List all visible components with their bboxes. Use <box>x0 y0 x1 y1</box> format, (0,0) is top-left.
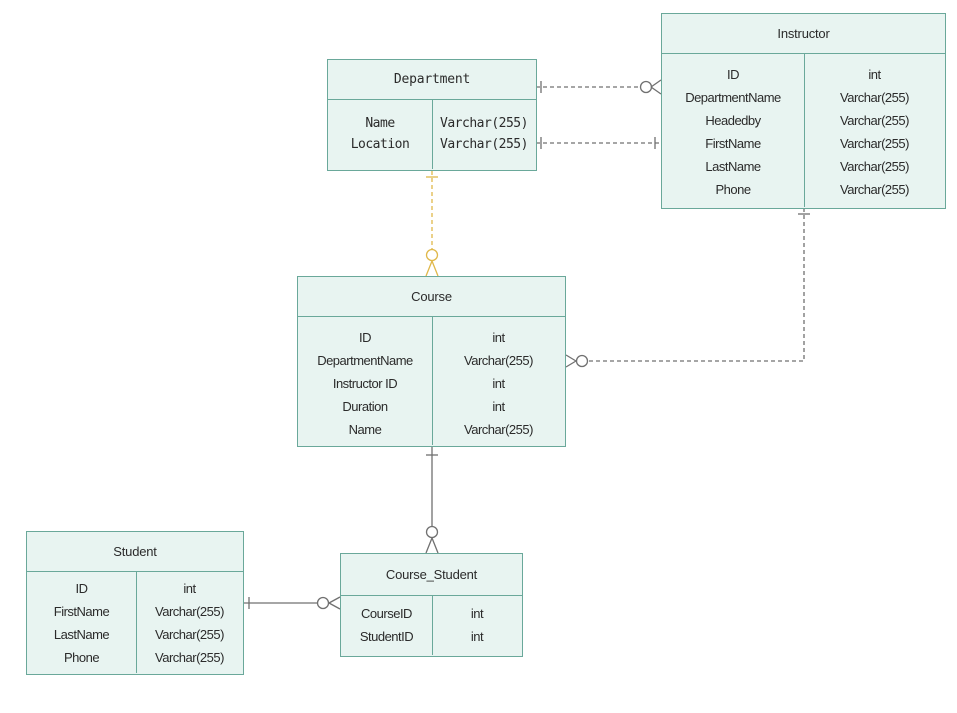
field-name: Phone <box>63 650 100 665</box>
field-type: Varchar(255) <box>840 90 909 105</box>
relationship-student-course-student <box>244 596 341 610</box>
entity-title: Course <box>298 277 565 317</box>
field-type: Varchar(255) <box>464 422 533 437</box>
field-type: int <box>492 330 505 345</box>
field-name: Name <box>348 422 382 437</box>
field-type: int <box>470 606 484 621</box>
relationship-course-course-student <box>425 447 439 554</box>
field-types: Varchar(255) Varchar(255) <box>433 100 535 169</box>
entity-course-student[interactable]: Course_Student CourseID StudentID int in… <box>340 553 523 657</box>
field-type: Varchar(255) <box>840 182 909 197</box>
entity-department[interactable]: Department Name Location Varchar(255) Va… <box>327 59 537 171</box>
field-types: int Varchar(255) Varchar(255) Varchar(25… <box>137 572 242 673</box>
field-type: Varchar(255) <box>840 113 909 128</box>
entity-title: Department <box>328 60 536 100</box>
field-name: Location <box>350 137 410 152</box>
field-name: Phone <box>715 182 751 197</box>
field-name: StudentID <box>359 629 414 644</box>
field-name: Headedby <box>705 113 761 128</box>
relationship-department-course <box>425 171 439 277</box>
field-type: Varchar(255) <box>840 136 909 151</box>
field-names: ID DepartmentName Headedby FirstName Las… <box>662 54 805 207</box>
field-type: int <box>470 629 484 644</box>
entity-title: Instructor <box>662 14 945 54</box>
field-type: Varchar(255) <box>155 604 224 619</box>
field-name: ID <box>727 67 740 82</box>
field-type: Varchar(255) <box>464 353 533 368</box>
field-name: CourseID <box>361 606 412 621</box>
entity-title: Student <box>27 532 243 572</box>
entity-course[interactable]: Course ID DepartmentName Instructor ID D… <box>297 276 566 447</box>
relationship-instructor-course <box>565 208 810 368</box>
field-names: Name Location <box>328 100 433 169</box>
field-type: Varchar(255) <box>440 116 528 131</box>
field-types: int int <box>433 596 521 655</box>
field-type: Varchar(255) <box>440 137 528 152</box>
field-type: int <box>492 376 505 391</box>
field-name: FirstName <box>53 604 110 619</box>
field-name: FirstName <box>705 136 761 151</box>
field-name: DepartmentName <box>317 353 413 368</box>
field-names: CourseID StudentID <box>341 596 433 655</box>
field-name: Name <box>365 116 395 131</box>
field-type: int <box>868 67 881 82</box>
field-names: ID DepartmentName Instructor ID Duration… <box>298 317 433 445</box>
relationship-department-instructor-1 <box>536 79 662 95</box>
field-name: ID <box>359 330 372 345</box>
field-name: DepartmentName <box>685 90 781 105</box>
entity-instructor[interactable]: Instructor ID DepartmentName Headedby Fi… <box>661 13 946 209</box>
field-name: LastName <box>705 159 761 174</box>
field-type: int <box>492 399 505 414</box>
field-name: LastName <box>53 627 110 642</box>
field-type: Varchar(255) <box>840 159 909 174</box>
entity-student[interactable]: Student ID FirstName LastName Phone int … <box>26 531 244 675</box>
field-type: Varchar(255) <box>155 650 224 665</box>
relationship-department-instructor-2 <box>536 137 661 149</box>
field-names: ID FirstName LastName Phone <box>27 572 137 673</box>
field-name: Duration <box>342 399 388 414</box>
entity-title: Course_Student <box>341 554 522 596</box>
field-type: Varchar(255) <box>155 627 224 642</box>
field-types: int Varchar(255) int int Varchar(255) <box>433 317 564 445</box>
field-types: int Varchar(255) Varchar(255) Varchar(25… <box>805 54 944 207</box>
field-name: ID <box>75 581 89 596</box>
field-name: Instructor ID <box>332 376 398 391</box>
field-type: int <box>183 581 196 596</box>
